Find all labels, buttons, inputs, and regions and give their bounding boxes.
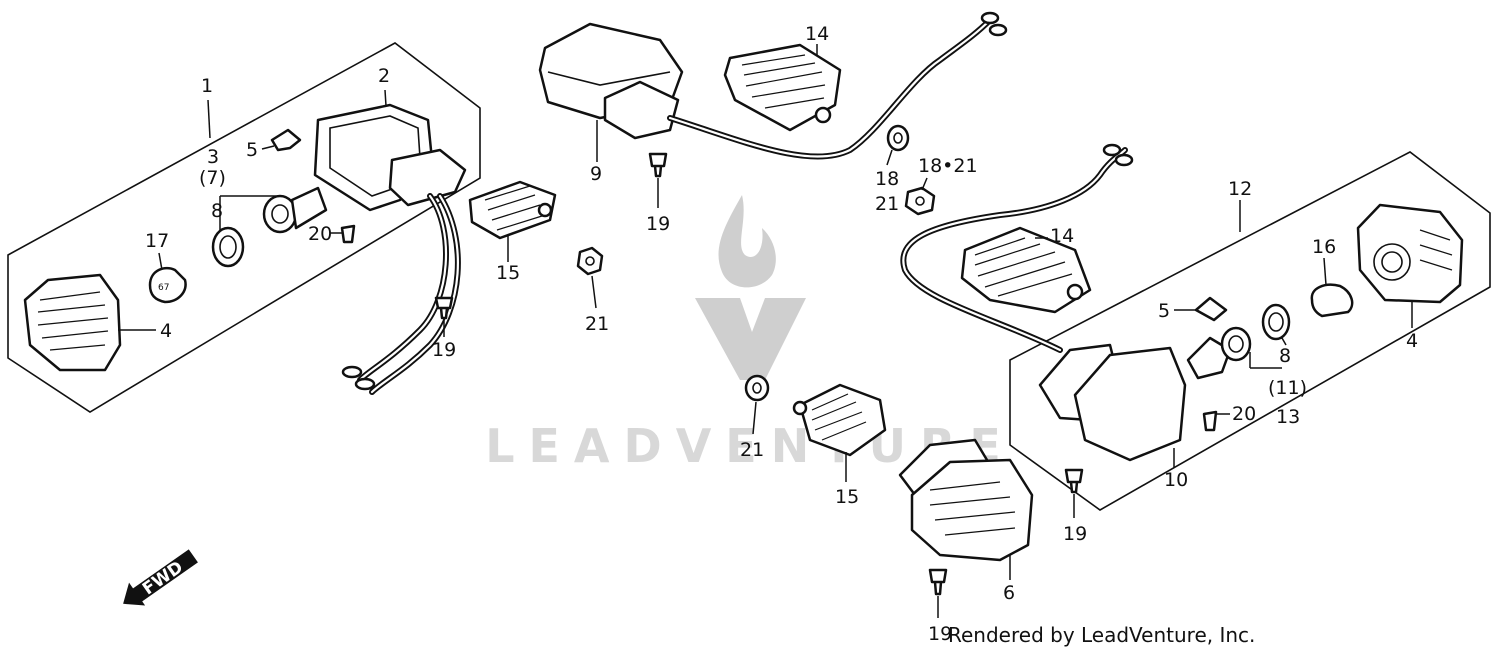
callout-10: 10: [1164, 469, 1188, 491]
callout-9: 9: [590, 163, 602, 185]
bulb-16: [1310, 283, 1354, 318]
callout-15-bottom: 15: [835, 486, 859, 508]
callout-19-top: 19: [646, 213, 670, 235]
forward-direction-arrow: FWD: [123, 549, 198, 606]
front-signal-9-group: 9 19 14 21 18 21 18•21: [538, 11, 1008, 335]
callout-4-right: 4: [1406, 330, 1418, 352]
callout-15-left: 15: [496, 262, 520, 284]
callout-7: (7): [199, 167, 226, 189]
callout-8-left: 8: [211, 200, 223, 222]
clip-5-right: [1194, 296, 1228, 322]
callout-21-bottom: 21: [740, 439, 764, 461]
left-rear-signal-assembly: 67 1 2 3 (7) 8 5 17 4 20: [7, 42, 557, 413]
callout-13: 13: [1276, 406, 1300, 428]
resistor-15-left: [468, 180, 557, 240]
front-signal-6-group: 21 15 19 6 19: [740, 374, 1087, 645]
callout-6: 6: [1003, 582, 1015, 604]
callout-3: 3: [207, 146, 219, 168]
callout-2: 2: [378, 65, 390, 87]
callout-19-bottom: 19: [928, 623, 952, 645]
nut-21-top: [576, 246, 604, 276]
callout-5-left: 5: [246, 139, 258, 161]
screw-20-left: [340, 224, 356, 244]
resistor-14-right: [960, 226, 1092, 314]
callout-8-right: 8: [1279, 345, 1291, 367]
nut-21-bottom: [744, 374, 770, 402]
bolt-19-right: [1064, 468, 1084, 494]
housing-2: [313, 103, 467, 212]
callout-21-top: 21: [585, 313, 609, 335]
gasket-8-right: [1261, 303, 1291, 341]
callout-20-right: 20: [1232, 403, 1256, 425]
callout-21-mid: 21: [875, 193, 899, 215]
socket-3: [262, 186, 328, 234]
callout-19-right: 19: [1063, 523, 1087, 545]
signal-body-9: [538, 22, 684, 140]
clip-5-left: [270, 128, 302, 152]
rendered-by-footer: Rendered by LeadVenture, Inc.: [948, 623, 1255, 647]
screw-20-right: [1202, 410, 1218, 432]
bolt-19-top: [648, 152, 668, 178]
callout-16: 16: [1312, 236, 1336, 258]
svg-text:67: 67: [158, 283, 169, 293]
signal-body-10: [1038, 343, 1187, 462]
resistor-15-bottom: [792, 383, 887, 457]
bolt-19-bottom: [928, 568, 948, 596]
callout-14-right: 14: [1050, 225, 1074, 247]
socket-13: [1186, 326, 1252, 380]
lens-4-left: [23, 273, 122, 372]
leadventure-watermark: LEADVENTURE: [485, 195, 1001, 473]
callout-1: 1: [201, 75, 213, 97]
resistor-14-top: [723, 43, 842, 132]
bulb-17: 67: [148, 266, 187, 304]
callout-20-left: 20: [308, 223, 332, 245]
callout-17: 17: [145, 230, 169, 252]
lens-4-right: [1356, 203, 1464, 304]
callout-4-left: 4: [160, 320, 172, 342]
gasket-8-left: [211, 226, 245, 268]
fwd-label: FWD: [139, 557, 187, 599]
left-wire-harness: [341, 193, 461, 395]
grommet-18: [886, 124, 910, 152]
signal-body-6: [898, 438, 1034, 562]
right-wire-harness: [900, 143, 1134, 353]
front-wire-harness: [667, 11, 1008, 160]
assembly-frame-1: [7, 42, 481, 413]
callout-18-21: 18•21: [918, 155, 978, 177]
callout-19-left: 19: [432, 339, 456, 361]
assembly-frame-12: [1009, 151, 1491, 511]
callout-5-right: 5: [1158, 300, 1170, 322]
callout-11: (11): [1268, 377, 1307, 399]
right-rear-signal-assembly: 12 14 16 4 5 8 (11) 13 20 10: [900, 143, 1491, 511]
callout-18: 18: [875, 168, 899, 190]
nut-18-21: [904, 186, 936, 216]
bolt-19-left: [434, 296, 454, 320]
callout-12: 12: [1228, 178, 1252, 200]
callout-14-top: 14: [805, 23, 829, 45]
